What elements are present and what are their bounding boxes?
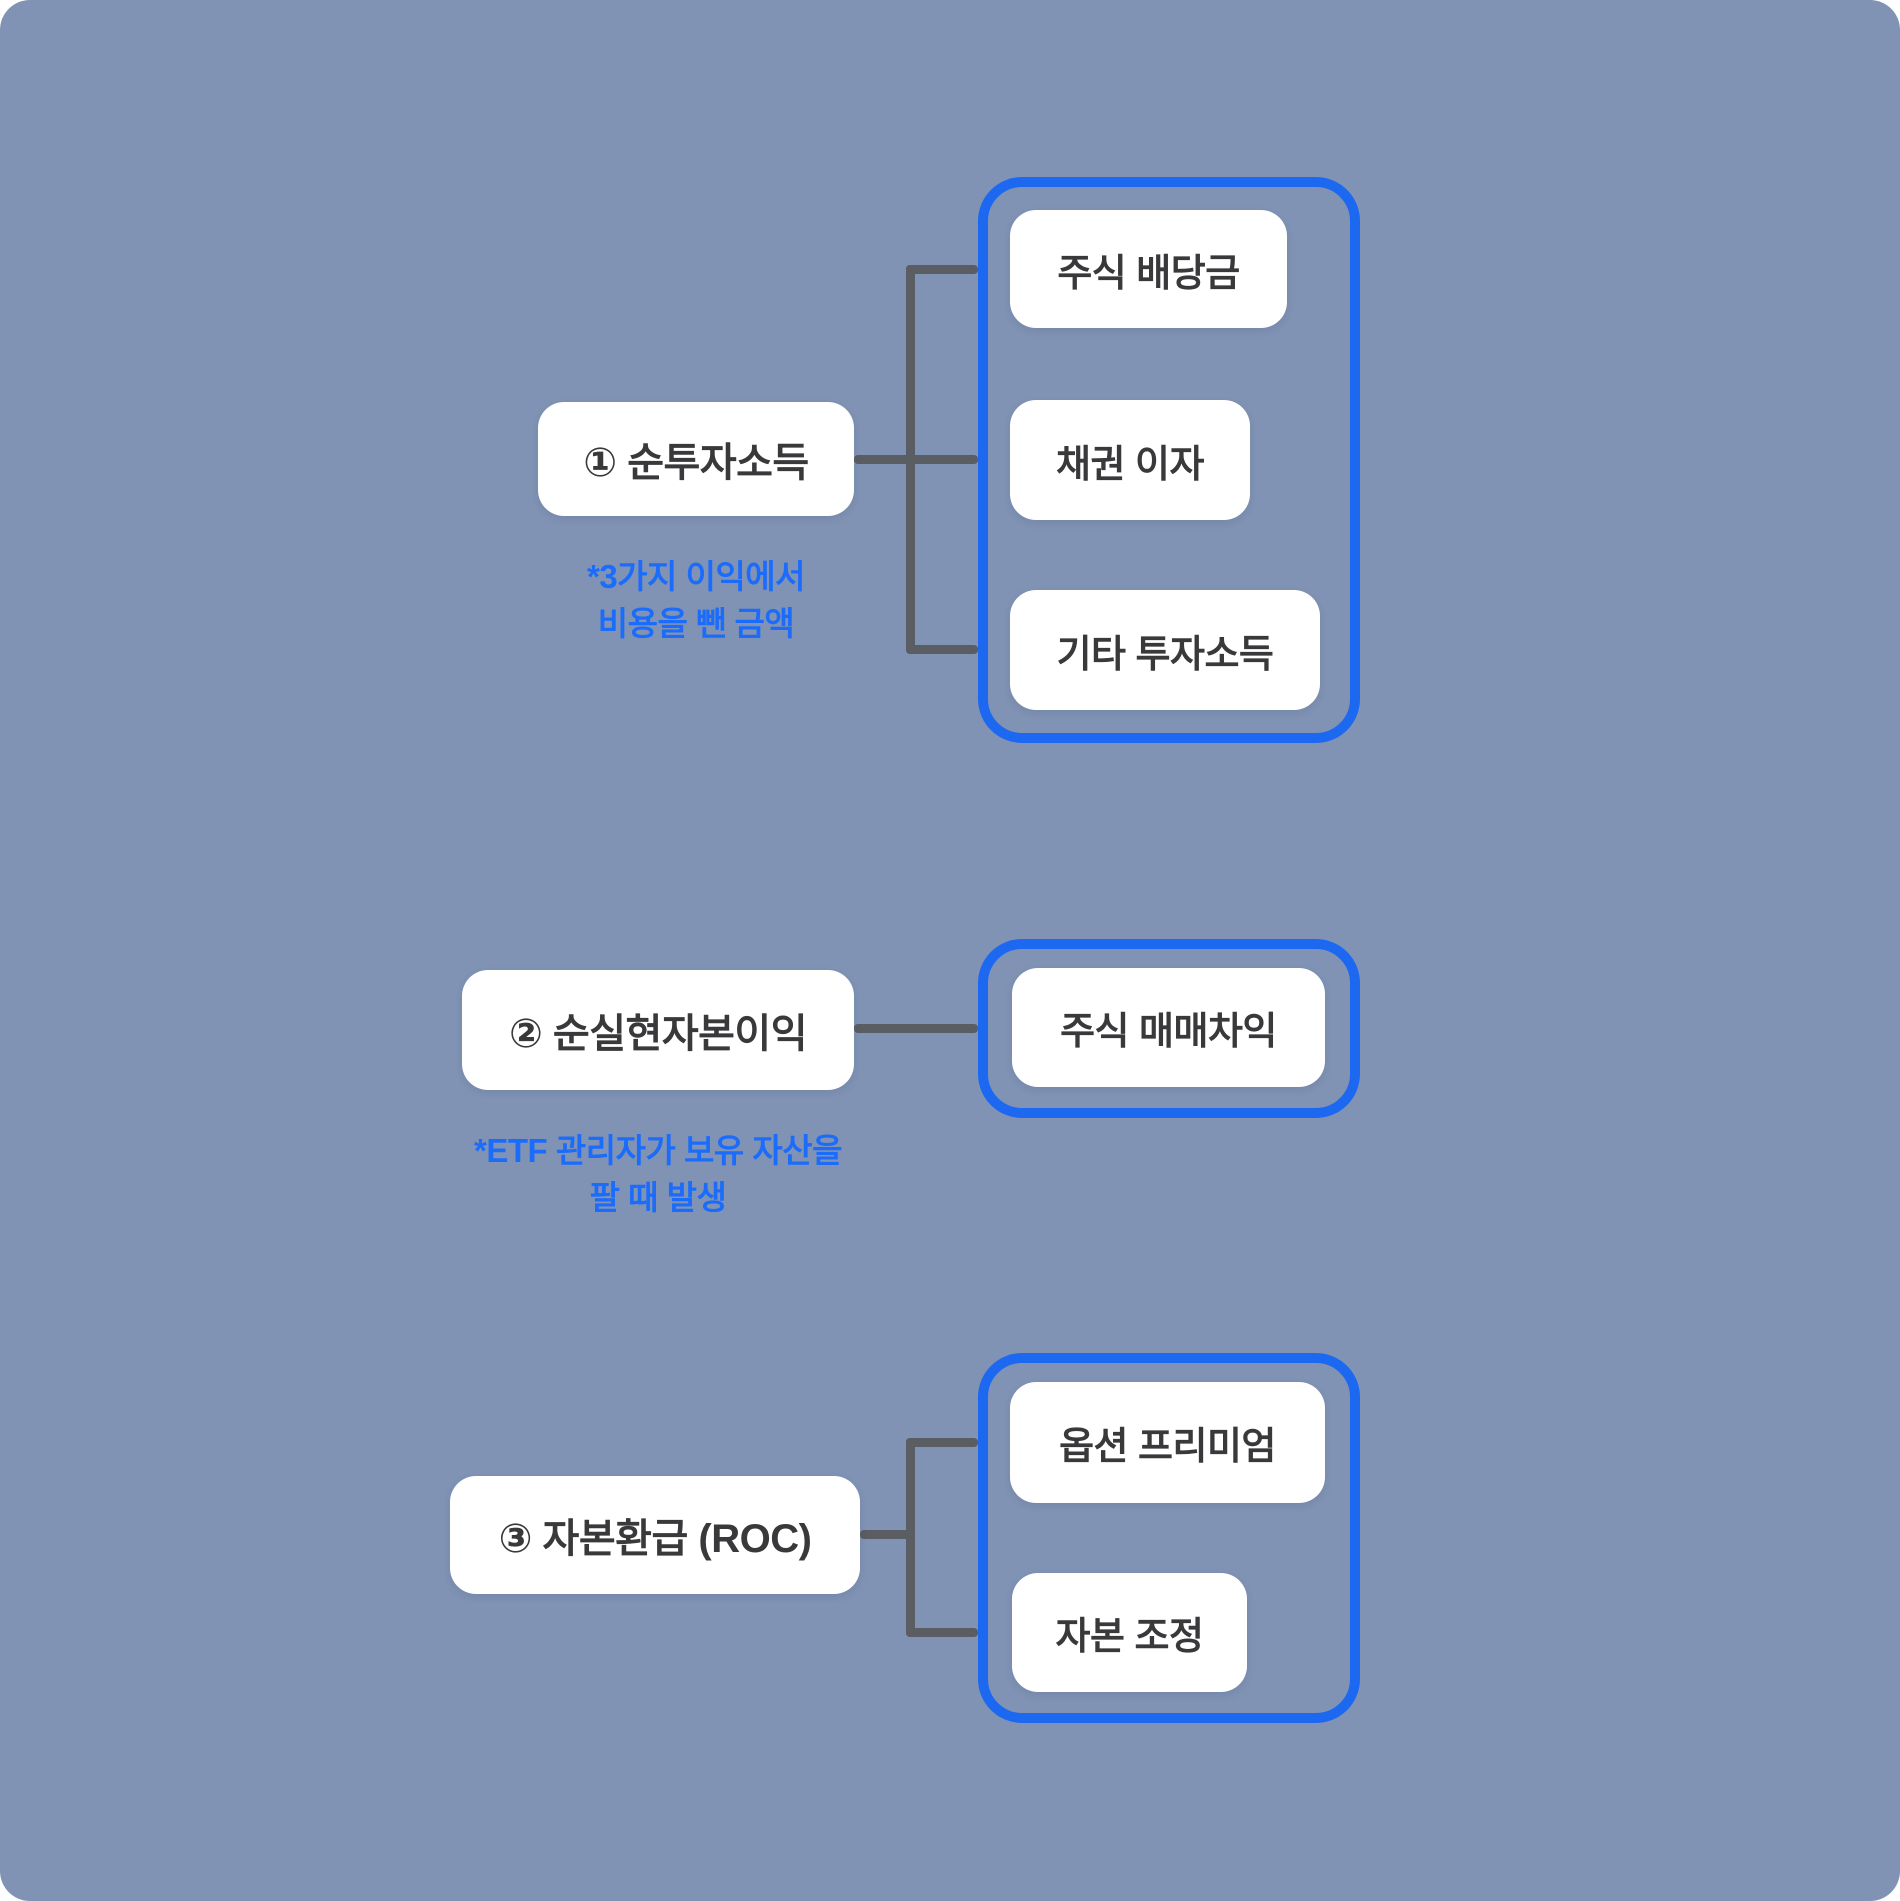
- note-line: 팔 때 발생: [589, 1179, 727, 1216]
- parent-node-label: ② 순실현자본이익: [508, 1012, 808, 1056]
- child-node-label: 기타 투자소득: [1056, 633, 1274, 676]
- connector-line: [854, 1024, 978, 1033]
- parent-node-net-investment-income: ① 순투자소득: [538, 402, 854, 516]
- child-node-other-investment-income: 기타 투자소득: [1010, 590, 1320, 710]
- child-node-label: 주식 매매차익: [1060, 1011, 1277, 1053]
- connector-line: [860, 1530, 915, 1539]
- group-box-net-realized-capital-gains: [978, 939, 1360, 1118]
- child-node-label: 자본 조정: [1055, 1616, 1204, 1658]
- connector-line: [854, 455, 978, 464]
- group-box-return-of-capital: [978, 1353, 1360, 1723]
- child-node-stock-trading-gains: 주식 매매차익: [1012, 968, 1325, 1087]
- parent-node-net-realized-capital-gains: ② 순실현자본이익: [462, 970, 854, 1090]
- parent-node-label: ① 순투자소득: [583, 441, 809, 485]
- connector-line: [906, 265, 978, 274]
- group-box-net-investment-income: [978, 177, 1360, 743]
- note-net-investment-income: *3가지 이익에서 비용을 뺀 금액: [496, 553, 896, 647]
- child-node-stock-dividends: 주식 배당금: [1010, 210, 1287, 328]
- connector-line: [906, 1438, 915, 1637]
- child-node-option-premium: 옵션 프리미엄: [1010, 1382, 1325, 1503]
- child-node-bond-interest: 채권 이자: [1010, 400, 1250, 520]
- connector-line: [906, 1628, 978, 1637]
- note-line: 비용을 뺀 금액: [597, 605, 795, 642]
- connector-line: [906, 645, 978, 654]
- child-node-label: 옵션 프리미엄: [1059, 1426, 1276, 1468]
- parent-node-return-of-capital: ③ 자본환급 (ROC): [450, 1476, 860, 1594]
- child-node-label: 주식 배당금: [1057, 252, 1240, 295]
- connector-line: [906, 1438, 978, 1447]
- connector-line: [906, 265, 915, 654]
- note-line: *3가지 이익에서: [586, 558, 806, 595]
- child-node-capital-adjustment: 자본 조정: [1012, 1573, 1247, 1692]
- child-node-label: 채권 이자: [1056, 443, 1204, 486]
- note-line: *ETF 관리자가 보유 자산을: [474, 1132, 842, 1169]
- parent-node-label: ③ 자본환급 (ROC): [498, 1517, 812, 1561]
- note-net-realized-capital-gains: *ETF 관리자가 보유 자산을 팔 때 발생: [408, 1127, 908, 1221]
